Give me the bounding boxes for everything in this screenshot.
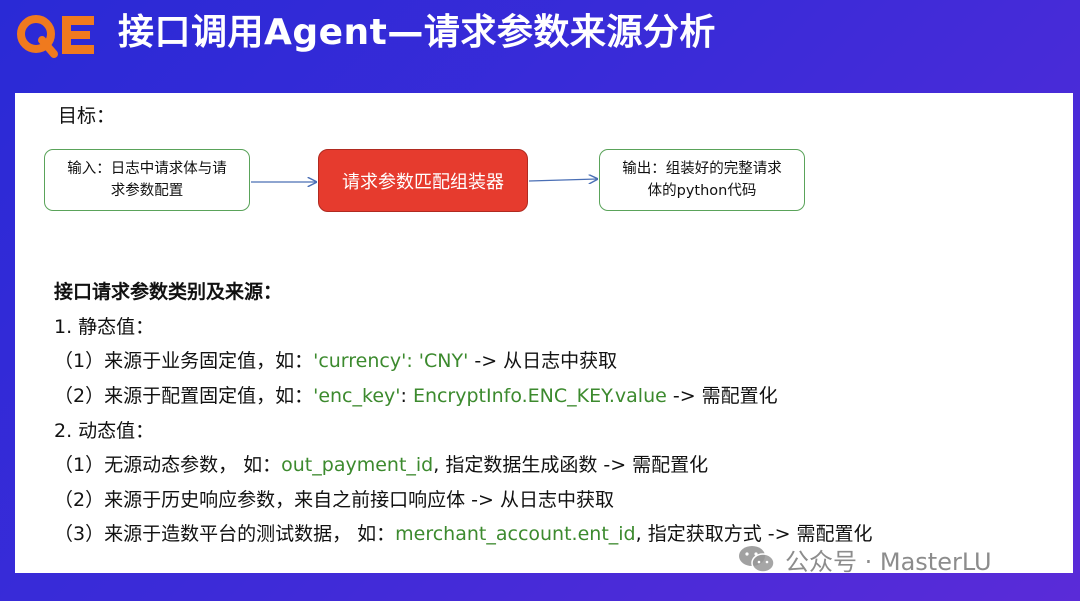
dynamic-item-2: （2）来源于历史响应参数，来自之前接口响应体 -> 从日志中获取 [54,485,614,512]
output-box: 输出：组装好的完整请求 体的python代码 [599,149,805,211]
arrow-process-to-output [528,179,597,181]
dynamic-item-2-prefix: （2）来源于历史响应参数，来自之前接口响应体 -> 从日志中获取 [54,489,614,511]
static-item-2-prefix: （2）来源于配置固定值，如： [54,385,314,407]
dynamic-heading: 2. 动态值： [54,420,155,442]
wechat-icon [739,546,775,573]
input-box-line-1: 输入：日志中请求体与请 [67,161,227,177]
dynamic-item-3-prefix: （3）来源于造数平台的测试数据， 如： [54,523,396,545]
dynamic-item-3: （3）来源于造数平台的测试数据， 如：merchant_account.ent_… [54,519,873,546]
qe-logo [17,15,94,58]
static-item-2: （2）来源于配置固定值，如：'enc_key': EncryptInfo.ENC… [54,381,778,408]
watermark: 公众号 · MasterLU [737,539,992,579]
static-item-2-mid: : [400,385,413,407]
content-panel: 目标： 输入：日志中请求体与请 求参数配置 请求参数匹配组装器 输出：组装好的完… [15,93,1073,573]
output-box-line-2: 体的python代码 [647,183,757,199]
static-item-1: （1）来源于业务固定值，如：'currency': 'CNY' -> 从日志中获… [54,346,617,373]
watermark-text: 公众号 · MasterLU [785,547,992,576]
static-item-1-code: 'currency': 'CNY' [313,350,469,372]
input-box: 输入：日志中请求体与请 求参数配置 [44,149,250,211]
input-box-line-2: 求参数配置 [110,183,184,199]
static-item-1-prefix: （1）来源于业务固定值，如： [54,350,314,372]
slide-title: 接口调用Agent—请求参数来源分析 [118,12,716,53]
dynamic-item-1-code: out_payment_id [281,454,434,476]
dynamic-item-1-suffix: , 指定数据生成函数 -> 需配置化 [433,454,709,476]
static-item-1-suffix: -> 从日志中获取 [468,350,618,372]
dynamic-item-3-suffix: , 指定获取方式 -> 需配置化 [635,523,873,545]
dynamic-item-1-prefix: （1）无源动态参数， 如： [54,454,282,476]
dynamic-item-3-code: merchant_account.ent_id [395,523,636,545]
static-heading: 1. 静态值： [54,316,155,338]
output-box-line-1: 输出：组装好的完整请求 [622,161,782,177]
dynamic-item-1: （1）无源动态参数， 如：out_payment_id, 指定数据生成函数 ->… [54,450,708,477]
goal-label: 目标： [58,105,116,127]
static-item-2-code2: EncryptInfo.ENC_KEY.value [412,385,667,407]
static-item-2-suffix: -> 需配置化 [666,385,778,407]
static-item-2-code: 'enc_key' [313,385,401,407]
process-box: 请求参数匹配组装器 [318,149,528,212]
categories-title: 接口请求参数类别及来源： [54,281,283,303]
